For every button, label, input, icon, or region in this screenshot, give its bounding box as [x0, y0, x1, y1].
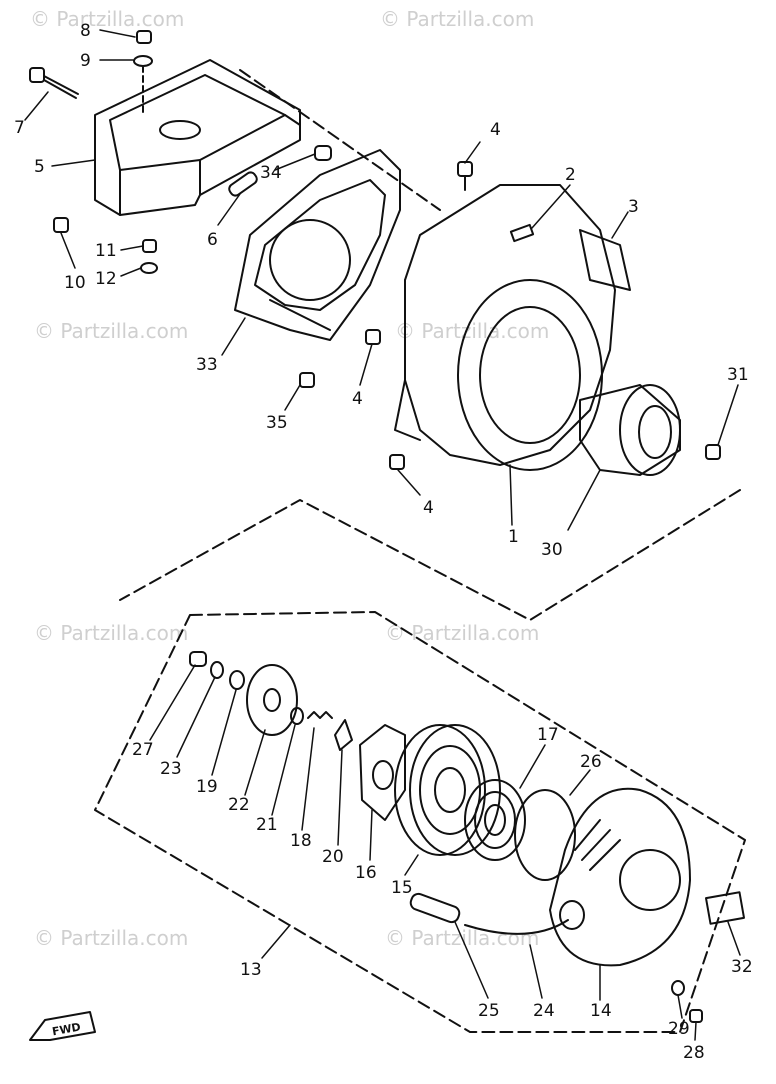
ratchet-part-16: [359, 724, 406, 821]
shroud-plate-part-33: [234, 149, 401, 341]
callout-8: 8: [80, 21, 91, 41]
bolt-part-4-mid: [365, 329, 381, 345]
bolt-part-7: [29, 67, 79, 99]
handle-part-25: [409, 892, 461, 924]
nut-part-27: [189, 651, 207, 667]
watermark-1: © Partzilla.com: [30, 7, 184, 31]
callout-18: 18: [290, 831, 312, 851]
bolt-part-4-top: [457, 161, 473, 177]
spring-part-18: [307, 711, 333, 719]
callout-15: 15: [391, 878, 413, 898]
callout-27: 27: [132, 740, 154, 760]
disc-part-26: [514, 789, 576, 881]
callout-labels: 8 9 7 5 6 10 11 12 34 33 35 4 2 3 4 4 1 …: [14, 21, 753, 1063]
label-part-3: [579, 229, 631, 291]
nut-part-11: [142, 239, 157, 253]
callout-9: 9: [80, 51, 91, 71]
sticker-part-2: [509, 223, 535, 243]
callout-22: 22: [228, 795, 250, 815]
callout-24: 24: [533, 1001, 555, 1021]
washer-part-12: [140, 262, 158, 274]
bolt-part-4-low: [389, 454, 405, 470]
callout-33: 33: [196, 355, 218, 375]
watermark-7: © Partzilla.com: [34, 926, 188, 950]
callout-14: 14: [590, 1001, 612, 1021]
washer-part-23: [210, 661, 224, 679]
callout-17: 17: [537, 725, 559, 745]
bolt-part-28: [689, 1009, 703, 1023]
callout-28: 28: [683, 1043, 705, 1063]
callout-2: 2: [565, 165, 576, 185]
callout-29: 29: [668, 1019, 690, 1039]
callout-19: 19: [196, 777, 218, 797]
callout-4-top: 4: [490, 120, 501, 140]
callout-23: 23: [160, 759, 182, 779]
fan-housing-part-1: [394, 184, 616, 471]
nut-part-8: [136, 30, 152, 44]
rope-part-24: [464, 919, 569, 935]
callout-12: 12: [95, 269, 117, 289]
washer-part-21: [290, 707, 304, 725]
callout-34: 34: [260, 163, 282, 183]
bolt-part-31: [705, 444, 721, 460]
starter-case-part-14: [549, 787, 691, 967]
clip-part-20: [334, 719, 353, 751]
callout-4-mid: 4: [352, 389, 363, 409]
callout-25: 25: [478, 1001, 500, 1021]
callout-31: 31: [727, 365, 749, 385]
callout-20: 20: [322, 847, 344, 867]
callout-5: 5: [34, 157, 45, 177]
callout-21: 21: [256, 815, 278, 835]
reel-part-15: [394, 724, 501, 856]
upper-dashed-outline: [239, 69, 441, 211]
callout-6: 6: [207, 230, 218, 250]
starter-pulley-part-30: [579, 384, 681, 476]
pin-part-6: [228, 171, 258, 197]
bracket-part-5: [94, 59, 301, 216]
callout-26: 26: [580, 752, 602, 772]
washer-part-29: [671, 980, 685, 996]
leader-lines: [24, 29, 741, 1041]
callout-7: 7: [14, 118, 25, 138]
bolt-part-10: [53, 217, 69, 233]
watermark-4: © Partzilla.com: [395, 319, 549, 343]
washer-part-9: [133, 55, 153, 67]
callout-1: 1: [508, 527, 519, 547]
callout-3: 3: [628, 197, 639, 217]
callout-4-low: 4: [423, 498, 434, 518]
fwd-arrow-icon: [29, 1011, 96, 1041]
watermark-2: © Partzilla.com: [380, 7, 534, 31]
spring-part-17: [464, 779, 526, 861]
callout-32: 32: [731, 957, 753, 977]
washer-part-19: [229, 670, 245, 690]
watermark-5: © Partzilla.com: [34, 621, 188, 645]
callout-10: 10: [64, 273, 86, 293]
bracket-part-32: [705, 891, 745, 925]
callout-11: 11: [95, 241, 117, 261]
grommet-part-34: [314, 145, 332, 161]
watermark-3: © Partzilla.com: [34, 319, 188, 343]
recoil-starter-outline: [94, 611, 746, 1033]
callout-35: 35: [266, 413, 288, 433]
callout-30: 30: [541, 540, 563, 560]
watermarks: © Partzilla.com © Partzilla.com © Partzi…: [30, 7, 549, 950]
callout-13: 13: [240, 960, 262, 980]
callout-16: 16: [355, 863, 377, 883]
bolt-part-35: [299, 372, 315, 388]
fwd-label: FWD: [51, 1020, 82, 1038]
plate-part-22: [246, 664, 298, 736]
